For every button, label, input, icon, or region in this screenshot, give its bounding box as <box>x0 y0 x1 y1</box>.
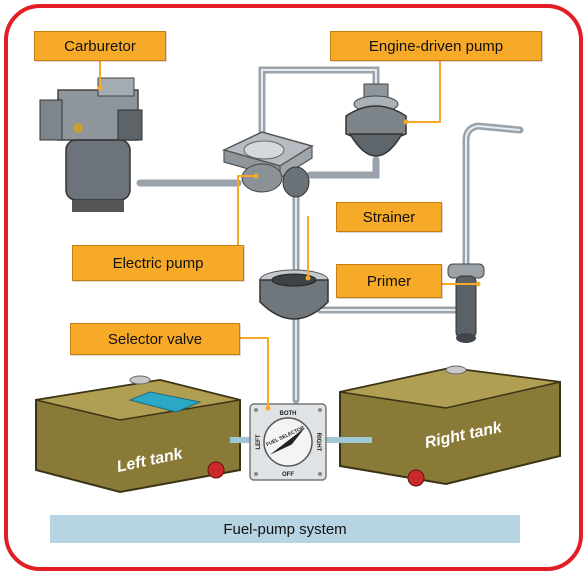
strainer-illustration <box>259 269 329 320</box>
electric-pump-illustration <box>221 131 314 198</box>
engine-driven-pump-callout: Engine-driven pump <box>330 31 542 61</box>
left-tank-illustration: Left tank <box>35 375 241 494</box>
selector-valve-illustration[interactable]: BOTH OFF LEFT RIGHT FUEL SELECTOR <box>249 403 327 481</box>
engine-driven-pump-illustration <box>345 83 407 157</box>
carburetor-callout: Carburetor <box>34 31 166 61</box>
carburetor-illustration <box>39 77 143 212</box>
selector-both: BOTH <box>280 411 297 417</box>
leader-lines <box>99 55 478 406</box>
strainer-callout: Strainer <box>336 202 442 232</box>
right-tank-illustration: Right tank <box>339 365 561 487</box>
primer-illustration <box>447 263 485 343</box>
electric-pump-callout: Electric pump <box>72 245 244 281</box>
primer-callout: Primer <box>336 264 442 298</box>
figure-caption: Fuel-pump system <box>50 515 520 543</box>
selector-left: LEFT <box>256 434 262 449</box>
selector-off: OFF <box>282 472 294 478</box>
selector-right: RIGHT <box>315 433 321 452</box>
selector-valve-callout: Selector valve <box>70 323 240 355</box>
